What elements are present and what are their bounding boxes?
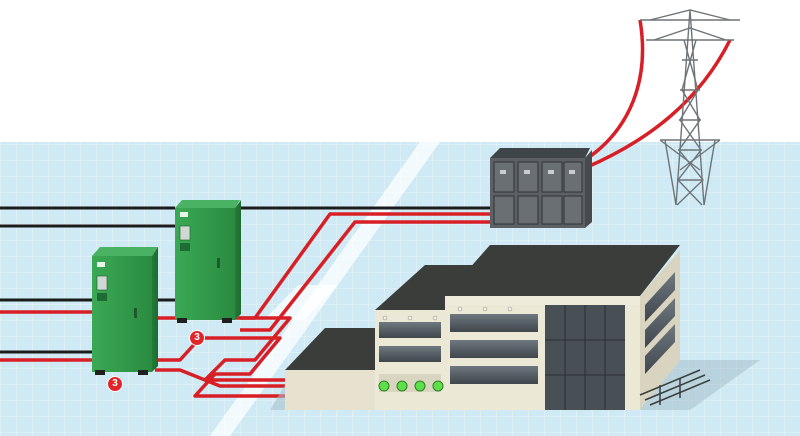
stairs (639, 369, 711, 406)
number-marker: 3 (190, 331, 204, 345)
generator-cabinet-icon (92, 247, 158, 375)
number-marker: 3 (108, 377, 122, 391)
office-building-icon (270, 245, 760, 410)
switchgear-cabinet-icon (490, 148, 592, 228)
indicator-lights (378, 380, 444, 392)
generator-cabinet-icon (175, 200, 241, 323)
transmission-tower-icon (640, 9, 740, 206)
black-cables (0, 206, 490, 354)
